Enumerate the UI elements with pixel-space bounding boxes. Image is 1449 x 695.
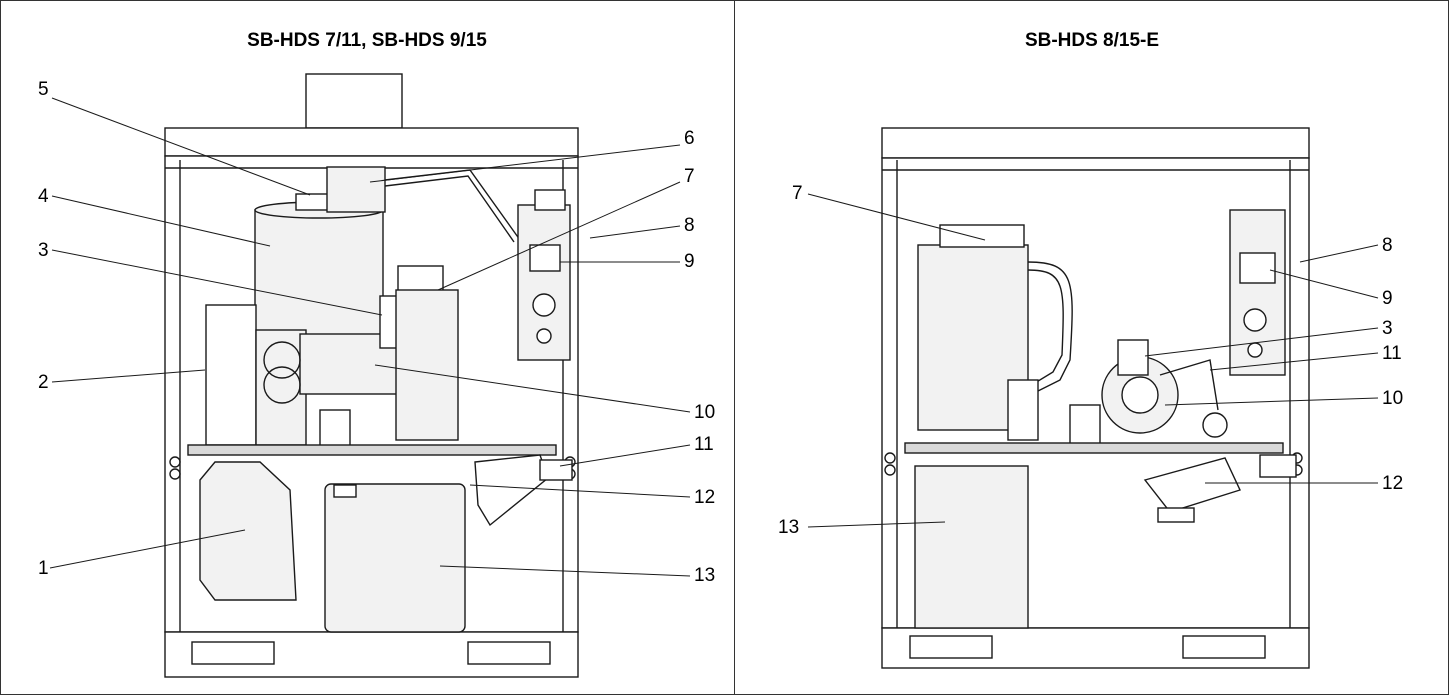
- left-platform: [187, 444, 557, 456]
- left-base-slot-1: [191, 641, 275, 665]
- left-callout-8: 8: [684, 215, 695, 236]
- left-top-cover: [164, 127, 579, 157]
- right-callout-11: 11: [1382, 343, 1402, 364]
- left-callout-6: 6: [684, 128, 695, 149]
- right-machine-drawing: [807, 127, 1379, 669]
- right-panel-title: SB-HDS 8/15-E: [1024, 30, 1160, 51]
- left-water-tank: [324, 483, 466, 633]
- left-motor: [205, 304, 257, 446]
- left-callout-4: 4: [38, 186, 49, 207]
- pump-head: [299, 333, 401, 395]
- left-panel-title: SB-HDS 7/11, SB-HDS 9/15: [247, 30, 487, 51]
- right-callout-9: 9: [1382, 288, 1393, 309]
- left-base-slot-2: [467, 641, 551, 665]
- left-callout-5: 5: [38, 79, 49, 100]
- left-callout-9: 9: [684, 251, 695, 272]
- left-display: [529, 244, 561, 272]
- right-float-valve: [1143, 457, 1241, 513]
- left-callout-13: 13: [694, 565, 716, 586]
- right-base: [881, 627, 1310, 669]
- right-water-tank: [914, 465, 1029, 629]
- right-platform: [904, 442, 1284, 454]
- chemical-canister: [199, 461, 297, 601]
- panel-divider: [734, 0, 735, 695]
- right-callout-8: 8: [1382, 235, 1393, 256]
- ignition-box: [326, 166, 386, 213]
- burner-cylinder: [254, 209, 384, 341]
- right-callout-7: 7: [792, 183, 803, 204]
- left-callout-7: 7: [684, 166, 695, 187]
- left-base: [164, 631, 579, 678]
- right-callout-3: 3: [1382, 318, 1393, 339]
- left-callout-10: 10: [694, 402, 716, 423]
- left-callout-1: 1: [38, 558, 49, 579]
- left-chimney: [305, 73, 403, 129]
- left-float-valve: [474, 454, 549, 527]
- left-callout-11: 11: [694, 434, 714, 455]
- left-machine-drawing: [49, 73, 691, 678]
- right-callout-10: 10: [1382, 388, 1404, 409]
- right-top-cover: [881, 127, 1310, 159]
- right-callout-12: 12: [1382, 473, 1404, 494]
- left-callout-2: 2: [38, 372, 49, 393]
- left-callout-12: 12: [694, 487, 716, 508]
- left-callout-3: 3: [38, 240, 49, 261]
- right-callout-13: 13: [778, 517, 800, 538]
